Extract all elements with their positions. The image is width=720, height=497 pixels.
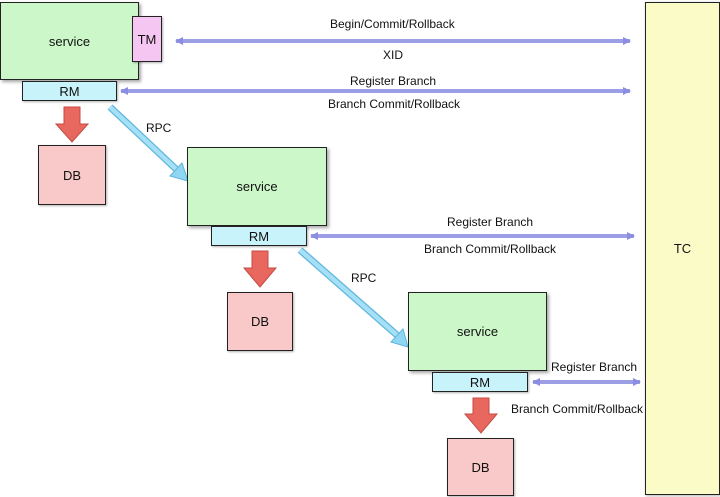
- service-box-1: service: [0, 2, 139, 80]
- service-box-2: service: [187, 147, 327, 226]
- tc-box: TC: [645, 2, 720, 495]
- db-box-2: DB: [227, 292, 293, 351]
- label-register-branch-1: Register Branch: [350, 74, 437, 88]
- db-box-1: DB: [38, 145, 106, 205]
- db-arrow-2: [242, 250, 278, 288]
- label-register-branch-2: Register Branch: [447, 215, 534, 229]
- rm-label-2: RM: [248, 228, 270, 244]
- db-label-2: DB: [250, 314, 270, 329]
- rm-box-1: RM: [22, 81, 117, 101]
- label-branch-commit-rollback-1: Branch Commit/Rollback: [328, 97, 461, 111]
- rpc-arrow-1: [107, 104, 189, 182]
- rm-label-3: RM: [469, 374, 491, 390]
- db-label-1: DB: [62, 167, 82, 183]
- label-branch-commit-rollback-3: Branch Commit/Rollback: [511, 402, 644, 416]
- label-begin-commit-rollback: Begin/Commit/Rollback: [330, 17, 455, 31]
- db-box-3: DB: [447, 438, 514, 496]
- rm-label-1: RM: [59, 83, 80, 99]
- db-arrow-1: [54, 106, 90, 143]
- label-branch-commit-rollback-2: Branch Commit/Rollback: [424, 242, 557, 256]
- service-label-1: service: [48, 33, 91, 49]
- tm-label: TM: [137, 31, 157, 47]
- service-box-3: service: [408, 292, 547, 371]
- tm-box: TM: [132, 16, 162, 62]
- rm-box-2: RM: [211, 226, 307, 246]
- service-label-3: service: [456, 324, 499, 339]
- label-rpc-1: RPC: [146, 121, 172, 135]
- tc-label: TC: [673, 241, 692, 256]
- label-rpc-2: RPC: [351, 271, 377, 285]
- rpc-arrow-2: [297, 247, 409, 348]
- db-arrow-3: [463, 397, 499, 434]
- service-label-2: service: [236, 179, 278, 194]
- label-register-branch-3: Register Branch: [551, 360, 638, 374]
- rm-box-3: RM: [432, 372, 528, 392]
- db-label-3: DB: [471, 459, 490, 475]
- label-xid: XID: [383, 48, 404, 62]
